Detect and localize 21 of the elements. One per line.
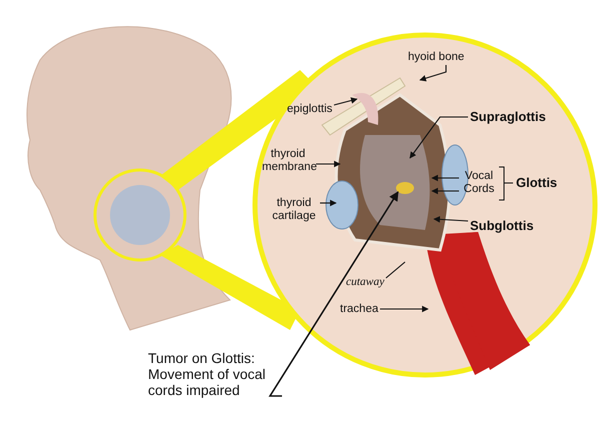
leader-arrow [380, 306, 429, 312]
part-label: trachea [340, 303, 378, 316]
part-label: thyroid cartilage [270, 197, 318, 223]
part-label: Supraglottis [470, 110, 546, 123]
leader-arrow [419, 65, 447, 82]
leader-arrow [268, 191, 399, 397]
leader-arrow [316, 160, 341, 168]
part-label: Glottis [516, 176, 558, 189]
part-label: hyoid bone [408, 51, 464, 64]
part-label: cutaway [346, 276, 384, 289]
part-label: thyroid membrane [262, 148, 314, 174]
leader-arrow [334, 97, 358, 106]
leader-arrow [431, 188, 459, 194]
leader-arrow [431, 174, 459, 182]
callout-text: Tumor on Glottis: Movement of vocal cords impaired [148, 350, 280, 398]
leader-arrow [433, 216, 468, 223]
leader-line [386, 262, 406, 278]
part-label: epiglottis [287, 103, 332, 116]
leader-arrow [320, 200, 337, 206]
part-label: Subglottis [470, 219, 534, 232]
leader-arrow [410, 116, 468, 159]
